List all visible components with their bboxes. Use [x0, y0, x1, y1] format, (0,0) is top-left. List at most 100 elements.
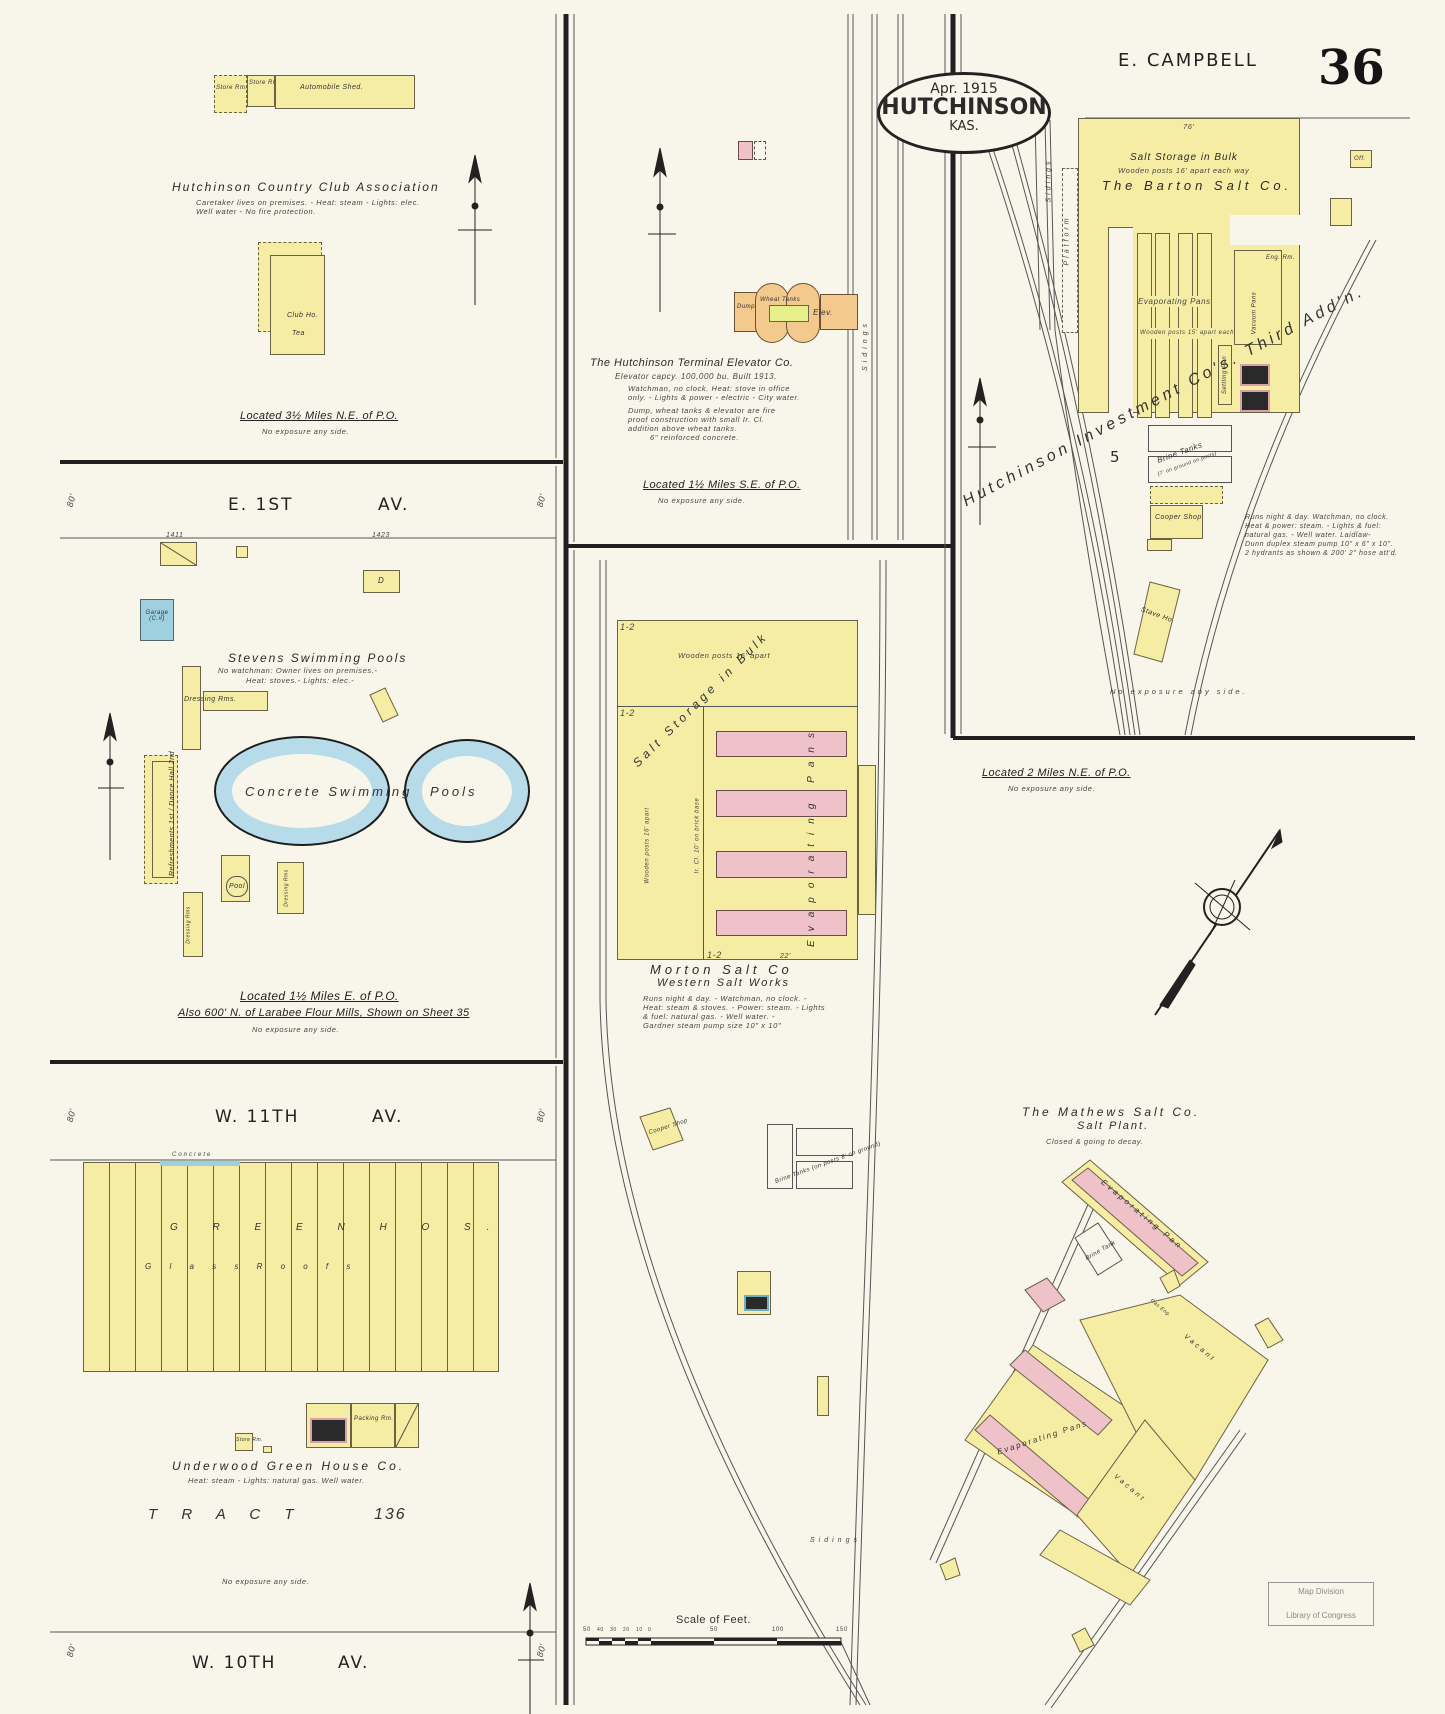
stevens-location-2: Also 600' N. of Larabee Flour Mills, Sho…	[178, 1007, 470, 1019]
address-1411: 1411	[166, 532, 184, 539]
scale-tick-150: 150	[836, 1627, 848, 1633]
terminal-elevator-subtitle: Elevator capcy. 100,000 bu. Built 1913.	[615, 372, 778, 381]
underwood-exposure: No exposure any side.	[222, 1577, 310, 1586]
club-house-tea-label: Tea	[292, 330, 305, 337]
barton-exposure: No exposure any side.	[1110, 687, 1248, 696]
club-house	[270, 255, 325, 355]
swimming-pools	[214, 736, 530, 846]
barton-note-3: natural gas. - Well water. Laidlaw-	[1245, 532, 1372, 539]
vacuum-pans-label: Vacuum Pans	[1251, 291, 1258, 335]
morton-pans-note: Ir. Cl. 10' on brick base	[694, 797, 701, 874]
small-boiler-underwood	[263, 1446, 272, 1453]
terminal-elevator-note-1: Watchman, no clock. Heat: stove in offic…	[628, 384, 791, 393]
cooper-shop-label: Cooper Shop	[1155, 514, 1202, 521]
country-club-note-1: Caretaker lives on premises. - Heat: ste…	[196, 198, 420, 207]
store-room-1	[214, 75, 247, 113]
morton-brine-tank-3	[796, 1161, 853, 1189]
boiler-2	[1240, 390, 1270, 412]
engine-room-label: Eng. Rm.	[1266, 255, 1296, 261]
garage	[140, 599, 174, 641]
elevator	[820, 294, 858, 330]
cooper-shop-annex	[1147, 539, 1172, 551]
stevens-note-2: Heat: stoves.- Lights: elec.-	[246, 676, 355, 685]
scale-title: Scale of Feet.	[676, 1614, 751, 1626]
sheet-number: 36	[1318, 40, 1385, 96]
underwood-shed-x	[395, 1403, 419, 1448]
barton-location-exposure: No exposure any side.	[1008, 784, 1096, 793]
refreshments-label: Refreshments 1st / Dance Hall 2nd	[169, 750, 177, 877]
morton-pans-label: Evaporating Pans	[805, 724, 817, 947]
morton-story-3: 1-2	[707, 950, 722, 960]
city-title-badge: Apr. 1915 HUTCHINSON KAS.	[877, 72, 1051, 154]
dressing-rooms-3	[277, 862, 304, 914]
pool-label-2: Pools	[430, 784, 478, 799]
street-w-10th-av: AV.	[338, 1653, 370, 1673]
barton-note-5: 2 hydrants as shown & 200' 2" hose att'd…	[1245, 550, 1398, 557]
brine-tanks-1	[1148, 425, 1232, 452]
cooper-shop-shed	[1150, 486, 1223, 504]
vacuum-pans-building	[1234, 250, 1282, 345]
concrete-strip	[160, 1161, 240, 1166]
dressing-rooms-label: Dressing Rms.	[184, 696, 237, 703]
barton-office-label: Off.	[1354, 156, 1366, 162]
morton-pump	[744, 1295, 769, 1311]
terminal-elevator-note-4: proof construction with small Ir. Cl.	[628, 415, 765, 424]
platform	[1062, 168, 1078, 333]
elevator-label: Elev.	[813, 308, 833, 317]
state-name: KAS.	[949, 119, 979, 134]
dressing-rooms-1	[182, 666, 201, 750]
country-club-title: Hutchinson Country Club Association	[172, 180, 440, 194]
packing-room	[351, 1403, 395, 1448]
automobile-shed	[275, 75, 415, 109]
refreshments-dance-hall	[152, 761, 174, 878]
dressing-rooms-4	[183, 892, 203, 957]
country-club-note-2: Well water - No fire protection.	[196, 207, 316, 216]
stamp-line-2: Library of Congress	[1286, 1611, 1356, 1620]
street-w-11th-av: AV.	[372, 1107, 404, 1127]
office-building	[738, 141, 753, 160]
terminal-elevator-note-2: only. - Lights & power - electric - City…	[628, 393, 800, 402]
country-club-location: Located 3½ Miles N.E. of P.O.	[240, 410, 399, 422]
terminal-elevator-note-3: Dump, wheat tanks & elevator are fire	[628, 406, 776, 415]
barton-note-2: Heat & power: steam. - Lights & fuel:	[1245, 523, 1382, 530]
compass-rose-icon	[1154, 828, 1283, 1016]
morton-pan-2	[716, 790, 847, 817]
morton-posts-note: Wooden posts 16' apart	[678, 651, 771, 660]
dressing-rooms-2	[203, 691, 268, 711]
street-w-10th: W. 10TH	[192, 1653, 277, 1673]
barton-note-4: Dunn duplex steam pump 10" x 6" x 10".	[1245, 541, 1394, 548]
office-annex	[754, 141, 766, 160]
stevens-shed-x	[160, 542, 197, 566]
morton-note-4: Gardner steam pump size 10" x 10"	[643, 1021, 782, 1030]
map-date: Apr. 1915	[930, 81, 998, 97]
store-room-underwood-label: Store Rm.	[236, 1437, 264, 1443]
scale-tick-20: 20	[623, 1627, 630, 1633]
glass-roofs-label: G l a s s R o o f s	[145, 1262, 359, 1271]
boiler-1	[1240, 364, 1270, 386]
scale-tick-100: 100	[772, 1627, 784, 1633]
country-club-exposure: No exposure any side.	[262, 427, 350, 436]
mathews-subtitle: Salt Plant.	[1077, 1120, 1150, 1132]
stevens-title: Stevens Swimming Pools	[228, 651, 408, 665]
barton-shed	[1330, 198, 1352, 226]
terminal-elevator-title: The Hutchinson Terminal Elevator Co.	[590, 357, 794, 369]
barton-note-1: Runs night & day. Watchman, no clock.	[1245, 514, 1389, 521]
platform-label: Platform	[1063, 215, 1071, 266]
barton-location: Located 2 Miles N.E. of P.O.	[982, 767, 1131, 779]
mathews-note: Closed & going to decay.	[1046, 1137, 1144, 1146]
block-number: 5	[1110, 448, 1120, 466]
mathews-salt-buildings	[939, 1159, 1284, 1653]
scale-tick-30: 30	[610, 1627, 617, 1633]
morton-story-1: 1-2	[620, 622, 635, 632]
barton-title: The Barton Salt Co.	[1102, 178, 1293, 193]
stevens-note-1: No watchman: Owner lives on premises.-	[218, 666, 378, 675]
scale-bar	[585, 1637, 842, 1646]
morton-sidings-label: Sidings	[810, 1537, 861, 1544]
store-room-2-label: Store Rm.	[249, 80, 281, 86]
library-of-congress-stamp: Map Division Library of Congress	[1268, 1582, 1374, 1626]
morton-small-shed	[817, 1376, 829, 1416]
terminal-elevator-note-5: addition above wheat tanks.	[628, 424, 738, 433]
barton-office	[1350, 150, 1372, 168]
scale-tick-10: 10	[636, 1627, 643, 1633]
